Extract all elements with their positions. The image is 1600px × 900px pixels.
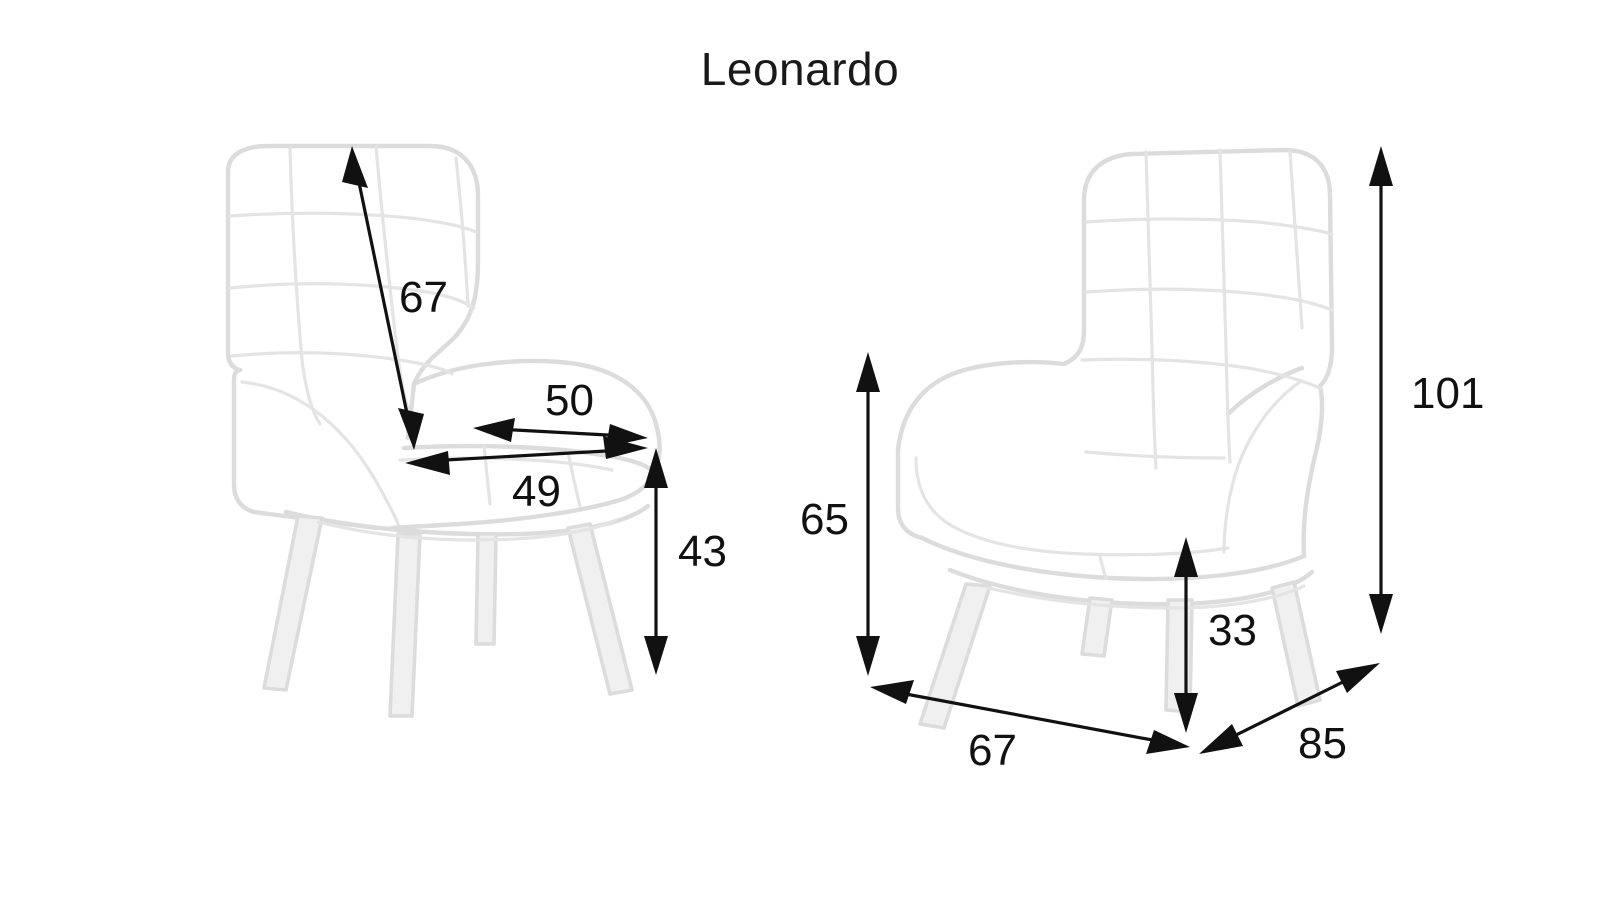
- page-title: Leonardo: [701, 43, 899, 95]
- dim-width-67-line: [894, 690, 1164, 744]
- side-tuft-col-3: [454, 156, 470, 308]
- dim-85-line: [1221, 673, 1358, 744]
- dim-101-label: 101: [1411, 369, 1484, 418]
- front-right-arm-inner: [1222, 380, 1302, 554]
- front-right-arm-outer: [1301, 383, 1325, 559]
- front-leg-brace: [986, 584, 1306, 610]
- dimension-back-height-67: 67: [342, 146, 448, 450]
- dim-85-label: 85: [1298, 719, 1347, 768]
- dimension-overall-width-67: 67: [870, 680, 1190, 775]
- front-seat-tuft-1: [1098, 554, 1108, 580]
- dimension-underframe-33: 33: [1174, 537, 1257, 733]
- front-left-arm-inner: [914, 456, 1086, 556]
- front-tuft-col-2: [1218, 148, 1232, 464]
- side-seat-frame-line: [283, 503, 651, 537]
- front-backrest-left-edge: [1061, 197, 1087, 367]
- dim-49-label: 49: [512, 467, 561, 516]
- dim-43-arrowhead-bottom: [644, 636, 668, 675]
- dim-width-67-label: 67: [968, 726, 1017, 775]
- dim-65-arrowhead-top: [856, 352, 880, 392]
- front-right-back-edge: [1225, 365, 1305, 417]
- dim-33-arrowhead-top: [1174, 537, 1198, 577]
- dim-101-arrowhead-bottom: [1369, 594, 1393, 634]
- dim-50-label: 50: [545, 376, 594, 425]
- dimension-overall-depth-85: 85: [1199, 663, 1380, 768]
- dim-101-arrowhead-top: [1369, 146, 1393, 186]
- side-leg-center-back: [474, 532, 498, 646]
- dim-width-67-arrowhead-right: [1146, 730, 1190, 754]
- dim-50-arrowhead-left: [473, 418, 515, 442]
- dim-65-label: 65: [800, 495, 849, 544]
- front-seat-surface: [1082, 546, 1230, 557]
- side-seat-tuft-1: [482, 444, 492, 506]
- front-leg-right: [1270, 580, 1322, 708]
- dim-67-arrowhead-bottom: [398, 408, 424, 450]
- front-perspective-chair: [895, 147, 1335, 730]
- dimension-height-65: 65: [800, 352, 880, 676]
- side-leg-center-front: [388, 532, 422, 718]
- dim-49-arrowhead-left: [405, 451, 450, 475]
- dim-33-arrowhead-bottom: [1174, 693, 1198, 733]
- side-arm-top-rail: [411, 358, 662, 475]
- dim-43-arrowhead-top: [644, 448, 668, 488]
- dim-67-arrowhead-top: [342, 146, 368, 188]
- side-tuft-col-1: [288, 146, 322, 426]
- dimension-seat-height-43: 43: [644, 448, 727, 675]
- dim-43-label: 43: [678, 527, 727, 576]
- front-tuft-col-1: [1144, 150, 1158, 470]
- dim-65-arrowhead-bottom: [856, 636, 880, 676]
- front-leg-front-left: [918, 582, 992, 730]
- front-tuft-row-2: [1084, 287, 1334, 312]
- side-leg-brace: [316, 518, 618, 542]
- side-leg-rear-right: [566, 522, 634, 696]
- front-leg-center: [1080, 596, 1114, 658]
- dim-67-line: [354, 167, 412, 429]
- side-leg-front-left: [262, 514, 324, 692]
- dimension-seat-depth-50: 50: [473, 376, 648, 447]
- front-left-arm-outer: [895, 447, 925, 541]
- dim-50-line: [495, 427, 627, 438]
- side-tuft-row-2: [228, 282, 476, 310]
- dimension-seat-depth-49: 49: [405, 436, 648, 516]
- dim-49-line: [427, 448, 625, 463]
- front-tuft-col-3: [1288, 150, 1304, 330]
- front-tuft-row-3: [1080, 357, 1322, 390]
- front-left-shoulder: [895, 359, 1067, 453]
- side-seat-tuft-2: [566, 450, 582, 508]
- front-seat-front-edge: [919, 535, 1307, 582]
- dim-67-label: 67: [399, 273, 448, 322]
- front-tuft-row-4: [1084, 450, 1226, 460]
- front-backrest-outline: [1081, 147, 1335, 389]
- side-tuft-row-3: [230, 351, 454, 376]
- front-tuft-row-1: [1084, 217, 1334, 236]
- side-arm-panel-outline: [231, 367, 379, 531]
- side-backrest-left-edge: [225, 169, 243, 373]
- dim-85-arrowhead-right: [1336, 663, 1380, 693]
- side-arm-inner-curve: [240, 380, 402, 532]
- dim-33-label: 33: [1208, 606, 1257, 655]
- side-tuft-row-1: [228, 211, 478, 234]
- dim-49-arrowhead-right: [603, 436, 648, 459]
- dimension-overall-height-101: 101: [1369, 146, 1484, 634]
- side-view-chair: [225, 143, 662, 718]
- dim-85-arrowhead-left: [1199, 724, 1243, 754]
- dim-width-67-arrowhead-left: [870, 680, 914, 704]
